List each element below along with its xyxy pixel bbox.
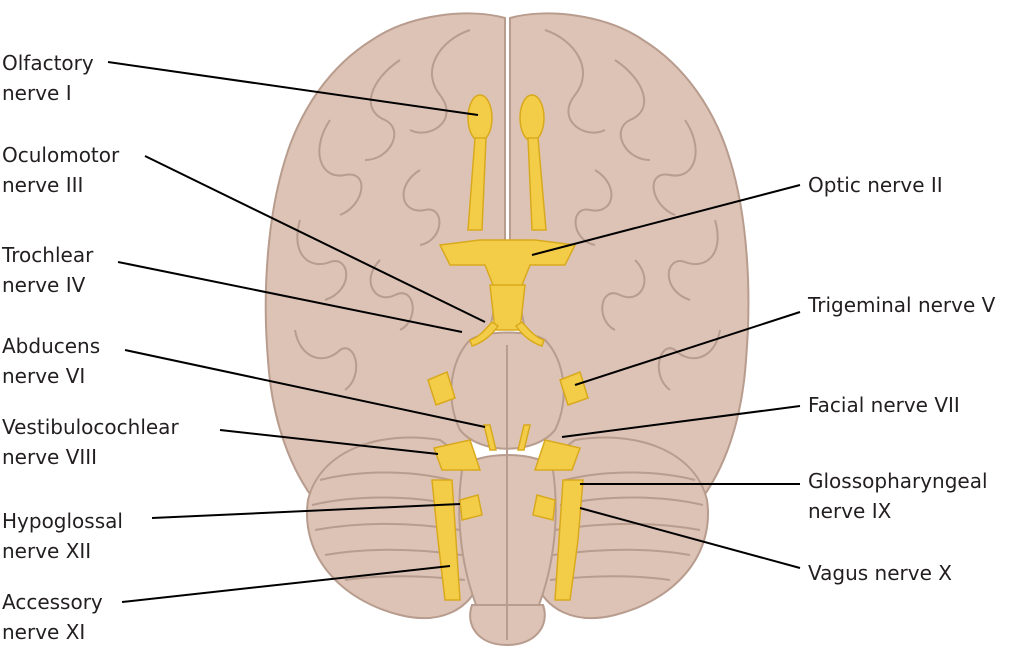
leader-oculomotor [144, 155, 486, 323]
label-optic-nerve: Optic nerve II [808, 170, 943, 200]
glossopharyngeal-vagus-left [431, 479, 461, 601]
hypoglossal-rootlets-right [532, 494, 556, 521]
label-trochlear-line1: Trochlear [2, 243, 94, 267]
leader-abducens [124, 349, 486, 428]
facial-vestibulocochlear-right [533, 439, 581, 471]
leader-facial [561, 405, 801, 438]
label-oculomotor-nerve: Oculomotor nerve III [2, 140, 119, 200]
olfactory-tract-left [467, 137, 487, 231]
label-trigeminal-nerve: Trigeminal nerve V [808, 290, 995, 320]
label-facial-nerve: Facial nerve VII [808, 390, 960, 420]
label-vestibulocochlear-nerve: Vestibulocochlear nerve VIII [2, 412, 179, 472]
abducens-nerve [483, 424, 497, 451]
hypoglossal-rootlets-left [459, 494, 483, 521]
leader-olfactory [107, 61, 479, 116]
olfactory-bulb-right [519, 94, 545, 142]
label-vagus-line1: Vagus nerve X [808, 561, 952, 585]
label-oculomotor-line2: nerve III [2, 173, 84, 197]
leader-trigeminal [574, 311, 801, 386]
label-optic-line1: Optic nerve II [808, 173, 943, 197]
label-vagus-nerve: Vagus nerve X [808, 558, 952, 588]
facial-vestibulocochlear-left [433, 439, 482, 471]
oculomotor-nerve-right [514, 321, 545, 347]
glossopharyngeal-vagus-right [554, 479, 584, 601]
leader-accessory [121, 565, 451, 603]
label-trigeminal-line1: Trigeminal nerve V [808, 293, 996, 317]
trigeminal-nerve-left [427, 370, 456, 406]
leader-optic [531, 184, 801, 256]
leader-vestibulocochlear [219, 429, 439, 455]
label-hypoglossal-line1: Hypoglossal [2, 509, 123, 533]
leader-hypoglossal [151, 503, 461, 519]
label-trochlear-line2: nerve IV [2, 273, 86, 297]
label-accessory-nerve: Accessory nerve XI [2, 587, 103, 647]
label-olfactory-nerve: Olfactory nerve I [2, 48, 94, 108]
label-glossopharyngeal-line1: Glossopharyngeal [808, 469, 988, 493]
label-facial-line1: Facial nerve VII [808, 393, 960, 417]
label-abducens-line2: nerve VI [2, 364, 86, 388]
oculomotor-nerve [469, 321, 500, 347]
label-olfactory-line1: Olfactory [2, 51, 94, 75]
gyri-folds [294, 29, 721, 391]
leader-vagus [579, 507, 801, 569]
label-accessory-line1: Accessory [2, 590, 103, 614]
brainstem [450, 331, 565, 647]
label-vestibulocochlear-line1: Vestibulocochlear [2, 415, 179, 439]
label-abducens-line1: Abducens [2, 334, 101, 358]
leader-lines [107, 61, 801, 603]
label-hypoglossal-line2: nerve XII [2, 539, 92, 563]
label-abducens-nerve: Abducens nerve VI [2, 331, 100, 391]
label-glossopharyngeal-nerve: Glossopharyngeal nerve IX [808, 466, 988, 526]
leader-trochlear [117, 261, 463, 333]
abducens-nerve-right [517, 424, 531, 451]
label-hypoglossal-nerve: Hypoglossal nerve XII [2, 506, 123, 566]
olfactory-tract-right [527, 137, 547, 231]
label-olfactory-line2: nerve I [2, 81, 72, 105]
label-accessory-line2: nerve XI [2, 620, 86, 644]
cranial-nerves [427, 94, 589, 601]
label-glossopharyngeal-line2: nerve IX [808, 499, 892, 523]
label-vestibulocochlear-line2: nerve VIII [2, 445, 98, 469]
olfactory-bulb-left [467, 94, 493, 142]
trigeminal-nerve-right [559, 371, 589, 406]
label-trochlear-nerve: Trochlear nerve IV [2, 240, 93, 300]
label-oculomotor-line1: Oculomotor [2, 143, 120, 167]
